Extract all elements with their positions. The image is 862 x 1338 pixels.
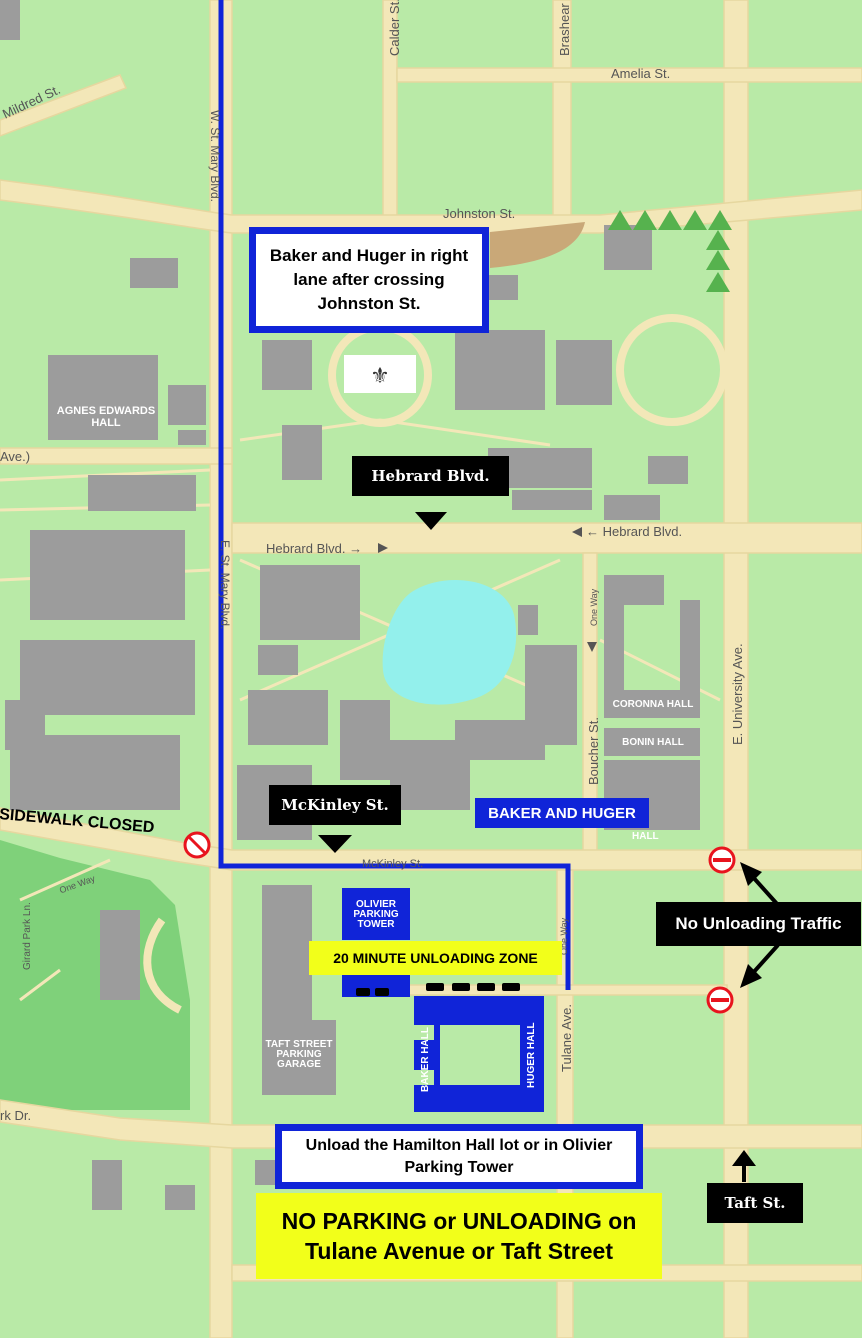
building: [512, 490, 592, 510]
street-label-tulane: Tulane Ave.: [559, 1004, 574, 1072]
route-line: [218, 0, 571, 990]
olivier-parking-tower: [342, 888, 410, 940]
building: [100, 910, 140, 1000]
label-baker-and-huger: BAKER AND HUGER: [475, 798, 649, 828]
girard-park: [0, 840, 190, 1110]
road-park-dr: [0, 1099, 862, 1149]
unloading-zone-label: 20 MINUTE UNLOADING ZONE: [309, 941, 562, 975]
street-label-mckinley: McKinley St.: [362, 858, 424, 870]
building: [488, 275, 518, 300]
building: [255, 1160, 275, 1185]
street-label-st-mary-e: E. St. Mary Blvd.: [218, 540, 232, 630]
building-label-bonin: BONIN HALL: [622, 737, 684, 748]
quad-circle: [616, 314, 728, 426]
building: [455, 330, 545, 410]
building-label-corona: CORONNA HALL: [612, 699, 694, 710]
street-label-amelia: Amelia St.: [611, 66, 671, 81]
building: [604, 600, 624, 690]
building: [10, 735, 180, 810]
tree-icon: [608, 210, 732, 292]
building: [260, 565, 360, 640]
building: [0, 0, 20, 40]
campus-pond: [382, 580, 517, 705]
building-taft-garage: [262, 1020, 336, 1095]
vehicle-icon: [356, 983, 520, 996]
road-amelia: [396, 67, 862, 83]
fleur-de-lis-icon: ⚜: [370, 364, 390, 389]
callout-hebrard: Hebrard Blvd.: [352, 456, 509, 496]
building: [262, 340, 312, 390]
building: [262, 885, 312, 1020]
building: [258, 645, 298, 675]
building-corona: [604, 690, 700, 718]
building-agnes-edwards: [48, 355, 158, 440]
road-mildred: [0, 74, 128, 137]
building: [525, 645, 577, 745]
building: [604, 225, 652, 270]
street-label-e-university: E. University Ave.: [730, 643, 745, 745]
street-label-girard-park-ln: Girard Park Ln.: [22, 902, 33, 970]
building-label-hall: HALL: [632, 831, 659, 842]
fleur-de-lis-plaque: [344, 355, 416, 393]
building: [168, 385, 206, 425]
building: [680, 600, 700, 690]
arrow-icon: [318, 835, 352, 853]
building: [165, 1185, 195, 1210]
road-unloading-lane: [396, 984, 728, 996]
callout-unload-lot: Unload the Hamilton Hall lot or in Olivi…: [275, 1124, 643, 1189]
street-label-brashear: Brashear: [557, 3, 572, 56]
street-label-boucher: Boucher St.: [586, 717, 601, 785]
street-label-st-mary-w: W. St. Mary Blvd.: [208, 110, 222, 203]
building: [648, 456, 688, 484]
street-label-calder: Calder St.: [387, 0, 402, 56]
street-label-johnston: Johnston St.: [443, 206, 516, 221]
park-circle: [143, 917, 182, 1014]
building: [92, 1160, 122, 1210]
road-girard-ave: [0, 447, 233, 465]
building-label-taft-garage: TAFT STREET PARKING GARAGE: [265, 1039, 333, 1070]
building: [88, 475, 196, 511]
arrow-icon: [415, 512, 447, 530]
callout-baker-huger-lane: Baker and Huger in right lane after cros…: [249, 227, 489, 333]
park-paths: [19, 858, 111, 1002]
building: [340, 700, 390, 780]
building: [282, 425, 322, 480]
street-label-hebrard-left: Hebrard Blvd. →: [266, 541, 363, 556]
arrow-icon: [378, 527, 597, 652]
street-label-park-dr: rk Dr.: [0, 1108, 32, 1123]
callout-no-unloading-traffic: No Unloading Traffic: [656, 902, 861, 946]
gravel-lot: [490, 222, 585, 268]
road-hebrard: [231, 522, 862, 554]
building: [556, 340, 612, 405]
building-label-baker-hall: BAKER HALL: [420, 1027, 431, 1092]
building: [178, 430, 206, 445]
street-label-one-way-boucher: One Way: [589, 588, 599, 626]
building-label-agnes-edwards: AGNES EDWARDS HALL: [56, 405, 156, 429]
baker-huger-courtyard: [440, 1025, 520, 1085]
callout-taft: Taft St.: [707, 1183, 803, 1223]
building: [30, 530, 185, 620]
street-label-hebrard-right: ← Hebrard Blvd.: [586, 524, 683, 539]
building-label-huger-hall: HUGER HALL: [526, 1022, 537, 1088]
street-label-girard-ave: Ave.): [0, 449, 31, 464]
no-entry-icon: [706, 986, 734, 1014]
building-label-olivier: OLIVIER PARKING TOWER: [353, 899, 399, 930]
arrow-icon: [732, 862, 780, 1182]
no-entry-icon: [183, 831, 211, 859]
building: [248, 690, 328, 745]
building: [130, 258, 178, 288]
building: [518, 605, 538, 635]
building-bonin: [604, 728, 700, 756]
building: [20, 640, 195, 715]
no-entry-icon: [708, 846, 736, 874]
building: [604, 495, 660, 520]
road-e-university: [723, 0, 749, 1338]
notice-no-parking: NO PARKING or UNLOADING on Tulane Avenue…: [256, 1193, 662, 1279]
callout-mckinley: McKinley St.: [269, 785, 401, 825]
